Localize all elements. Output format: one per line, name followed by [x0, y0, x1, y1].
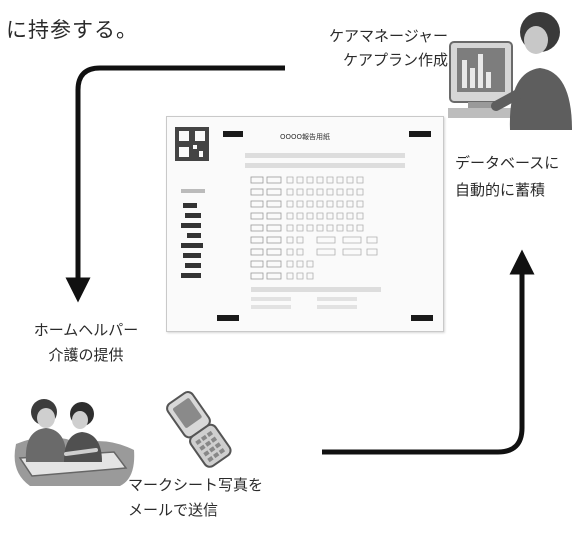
top-caption: に持参する。: [6, 18, 138, 42]
mark-sheet-line-1: マークシート写真を: [128, 476, 264, 494]
care-manager-label: ケアマネージャー ケアプラン作成: [290, 24, 448, 72]
mobile-phone-icon: [166, 391, 232, 468]
home-helper-role: ホームヘルパー: [33, 321, 139, 339]
arrow-phone-to-database: [322, 249, 535, 455]
care-manager-computer-illustration: [448, 12, 572, 130]
mark-sheet-line-2: メールで送信: [128, 501, 219, 519]
care-provision: 介護の提供: [48, 346, 124, 364]
mark-sheet-form: OOOO報告用紙: [166, 116, 444, 332]
arrow-caremanager-to-helper: [65, 65, 285, 303]
home-helper-illustration: [14, 399, 135, 486]
mark-sheet-label: マークシート写真を メールで送信: [128, 473, 263, 523]
database-line-2: 自動的に蓄積: [455, 181, 546, 199]
database-label: データベースに 自動的に蓄積: [455, 150, 559, 204]
home-helper-label: ホームヘルパー 介護の提供: [22, 318, 150, 368]
form-title: OOOO報告用紙: [280, 132, 330, 141]
mark-sheet-grid: OOOO報告用紙: [175, 127, 433, 321]
care-manager-role: ケアマネージャー: [329, 27, 448, 45]
qr-code: [175, 127, 209, 161]
care-plan-creation: ケアプラン作成: [342, 51, 448, 69]
database-line-1: データベースに: [455, 154, 560, 172]
